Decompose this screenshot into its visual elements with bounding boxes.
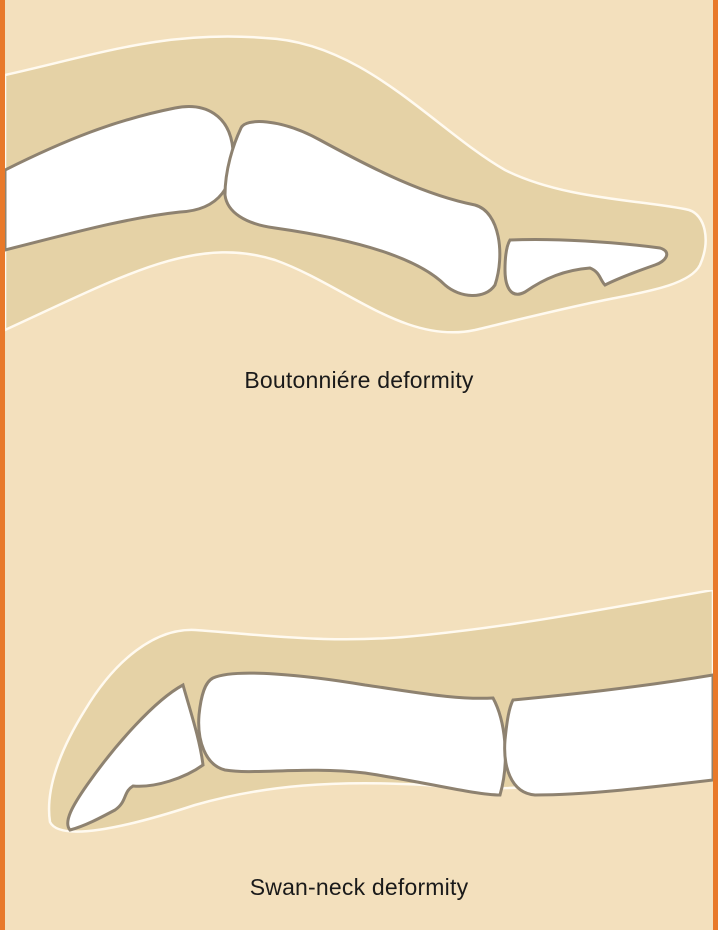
boutonniere-diagram [5,0,713,345]
swan-neck-diagram [5,590,713,850]
swan-neck-caption: Swan-neck deformity [5,874,713,901]
boutonniere-caption: Boutonniére deformity [5,367,713,394]
